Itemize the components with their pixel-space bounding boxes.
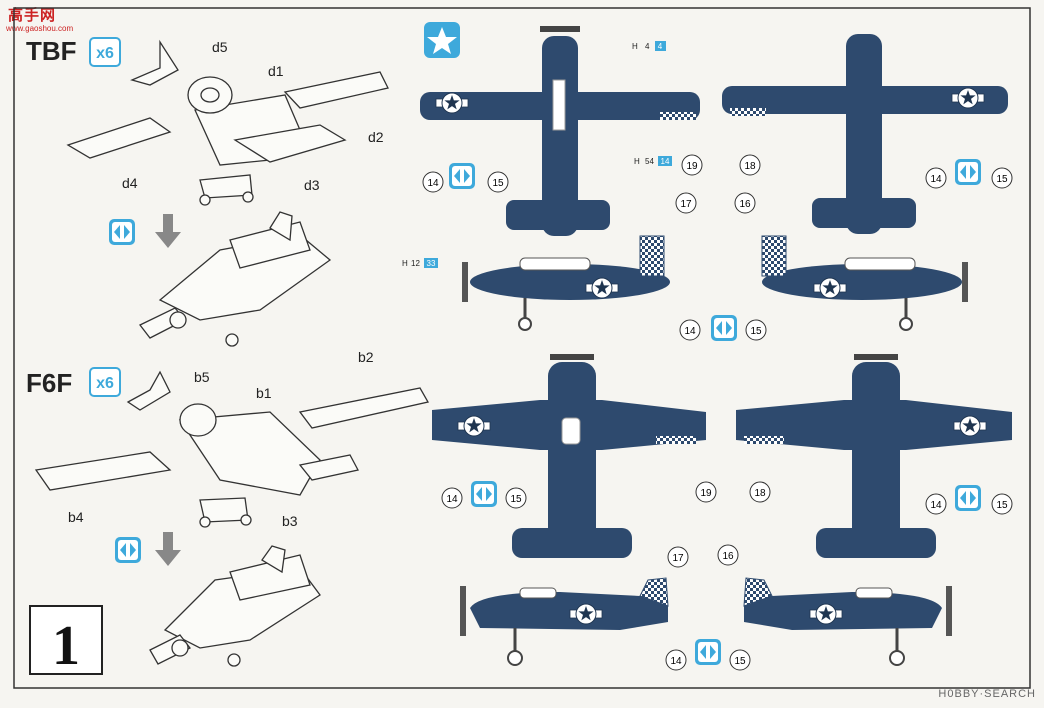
- svg-text:12: 12: [411, 259, 420, 268]
- svg-text:14: 14: [661, 157, 670, 166]
- svg-text:H: H: [402, 259, 408, 268]
- svg-text:H: H: [632, 42, 638, 51]
- tbf-callout-16: [734, 192, 756, 214]
- tbf-part-fuselage: d1: [268, 63, 284, 79]
- tbf-bottom-view: [722, 34, 1008, 234]
- svg-text:33: 33: [427, 259, 436, 268]
- sheet-border: [13, 7, 1031, 689]
- tbf-callout-17-text: 17: [680, 199, 692, 210]
- tbf-decal-h4: H 4 4: [632, 41, 666, 51]
- svg-text:19: 19: [686, 161, 698, 172]
- tbf-side-mirror-icon: [711, 315, 737, 341]
- f6f-part-right-wing: b2: [358, 349, 374, 365]
- f6f-bottom-callouts: 18 14 15: [749, 481, 1013, 515]
- f6f-folded-drawing: [149, 545, 321, 667]
- f6f-mirror-icon: [115, 537, 141, 563]
- svg-text:4: 4: [645, 42, 650, 51]
- tbf-qty: x6: [96, 45, 114, 62]
- tbf-callout-16-text: 16: [739, 199, 751, 210]
- svg-text:14: 14: [930, 174, 942, 185]
- tbf-callout-14-side: [679, 319, 701, 341]
- f6f-qty-box: [89, 367, 121, 397]
- tbf-callout-14-side-text: 14: [684, 326, 696, 337]
- tbf-callout-15-side-text: 15: [750, 326, 762, 337]
- svg-text:19: 19: [700, 488, 712, 499]
- svg-text:14: 14: [930, 500, 942, 511]
- tbf-callout-15-side: [745, 319, 767, 341]
- f6f-part-prop: b5: [194, 369, 210, 385]
- f6f-callout-14-side: [665, 649, 687, 671]
- f6f-callout-17-text: 17: [672, 553, 684, 564]
- f6f-side-mirror-icon: [695, 639, 721, 665]
- step-number: 1: [52, 615, 80, 677]
- f6f-bottom-view: [736, 354, 1012, 558]
- svg-text:54: 54: [645, 157, 654, 166]
- f6f-top-view: [432, 354, 706, 558]
- f6f-qty: x6: [96, 375, 114, 392]
- f6f-exploded-drawing: [34, 370, 430, 528]
- tbf-assembly: TBF x6 d5 d1 d2 d4 d3: [26, 36, 389, 347]
- f6f-callout-16: [717, 544, 739, 566]
- tbf-title: TBF: [26, 36, 77, 66]
- watermark-url: www.gaoshou.com: [6, 24, 74, 33]
- svg-text:4: 4: [658, 42, 663, 51]
- f6f-left-side-view: [460, 577, 669, 666]
- tbf-part-gear: d3: [304, 177, 320, 193]
- svg-text:H: H: [634, 157, 640, 166]
- tbf-decal-h12: H 12 33: [402, 258, 438, 268]
- f6f-callout-15-side: [729, 649, 751, 671]
- tbf-mirror-icon: [109, 219, 135, 245]
- tbf-exploded-drawing: [66, 39, 389, 206]
- svg-text:15: 15: [510, 494, 522, 505]
- tbf-left-side-view: [462, 235, 670, 331]
- tbf-folded-drawing: [138, 211, 332, 347]
- f6f-assembly: F6F x6 b5 b1 b2 b4 b3: [26, 349, 430, 667]
- tbf-part-left-wing: d4: [122, 175, 138, 191]
- f6f-top-callouts: 14 15 19: [441, 481, 717, 509]
- svg-text:15: 15: [996, 500, 1008, 511]
- step-number-box: 1: [29, 605, 103, 677]
- f6f-down-arrow: [155, 532, 181, 566]
- tbf-paint-guide: H 4 4 H 54 14 14 15 19: [402, 22, 1013, 341]
- svg-text:18: 18: [754, 488, 766, 499]
- tbf-decal-h54: H 54 14: [634, 156, 672, 166]
- watermark-brand: H0BBY·SEARCH: [938, 688, 1036, 700]
- f6f-part-left-wing: b4: [68, 509, 84, 525]
- tbf-qty-box: [89, 37, 121, 67]
- f6f-title: F6F: [26, 368, 72, 398]
- f6f-part-fuselage: b1: [256, 385, 272, 401]
- svg-text:14: 14: [446, 494, 458, 505]
- tbf-callout-17: [675, 192, 697, 214]
- f6f-right-side-view: [743, 577, 952, 666]
- f6f-callout-16-text: 16: [722, 551, 734, 562]
- f6f-callout-14-side-text: 14: [670, 656, 682, 667]
- f6f-callout-15-side-text: 15: [734, 656, 746, 667]
- tbf-top-view: [420, 26, 700, 236]
- f6f-part-gear: b3: [282, 513, 298, 529]
- tbf-down-arrow: [155, 214, 181, 248]
- tbf-part-right-wing: d2: [368, 129, 384, 145]
- tbf-bottom-callouts: 18 14 15: [739, 154, 1013, 189]
- f6f-paint-guide: 14 15 19 18 14 15: [432, 354, 1013, 671]
- f6f-callout-17: [667, 546, 689, 568]
- svg-text:15: 15: [492, 178, 504, 189]
- star-icon: [427, 27, 457, 54]
- svg-text:14: 14: [427, 178, 439, 189]
- watermark-site: 高手网: [8, 7, 57, 24]
- tbf-right-side-view: [761, 235, 968, 331]
- tbf-top-callouts: 14 15 19: [422, 154, 703, 193]
- tbf-part-prop: d5: [212, 39, 228, 55]
- svg-text:18: 18: [744, 161, 756, 172]
- svg-text:15: 15: [996, 174, 1008, 185]
